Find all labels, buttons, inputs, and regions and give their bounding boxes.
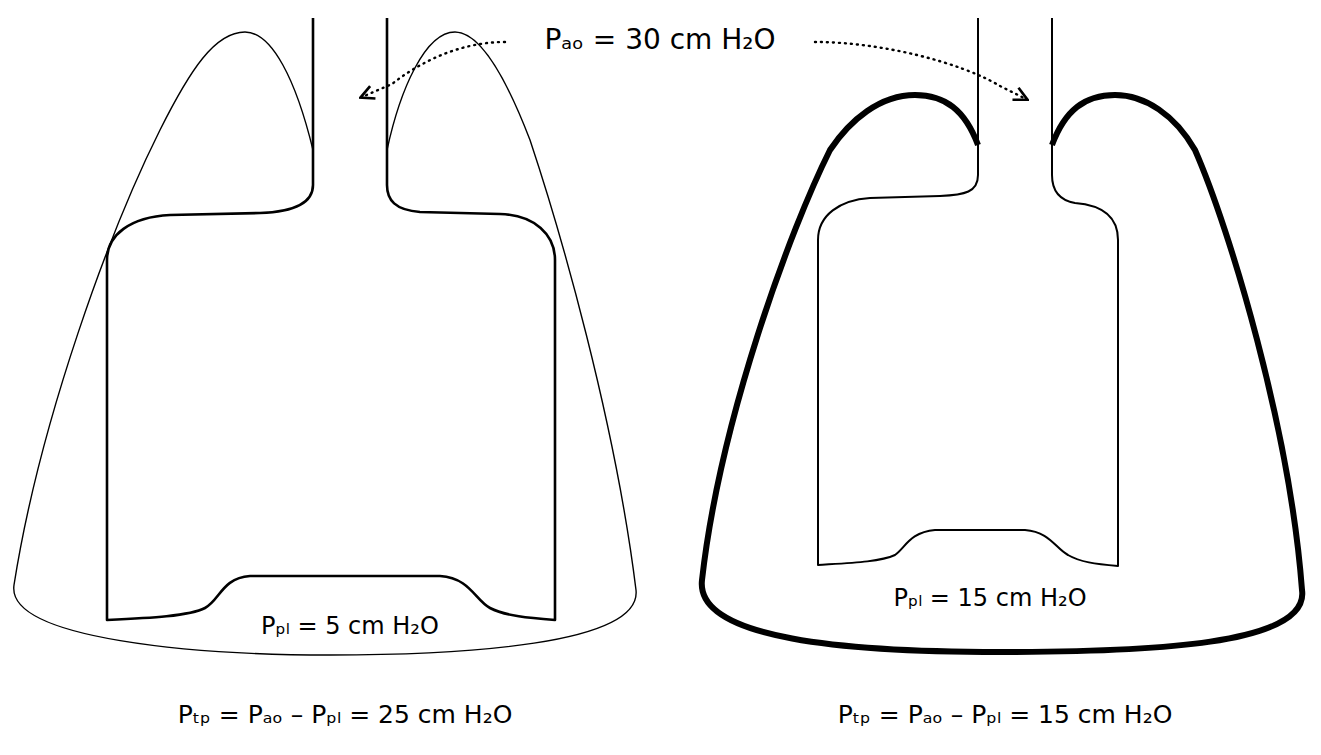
chest-wall: Pₚₗ = 5 cm H₂O xyxy=(10,20,642,662)
chest-wall-line xyxy=(14,32,636,655)
chest-wall: Pₚₗ = 15 cm H₂O xyxy=(695,88,1311,658)
transpulmonary-pressure: Pₜₚ = Pₐₒ – Pₚₗ = 25 cm H₂O xyxy=(178,700,513,730)
chest-wall-line xyxy=(702,95,1303,652)
pleural-pressure: Pₚₗ = 5 cm H₂O xyxy=(261,612,439,641)
leader-arrow xyxy=(815,42,1026,99)
chest-wall-outline xyxy=(695,88,1311,658)
transpulmonary-pressure: Pₜₚ = Pₐₒ – Pₚₗ = 15 cm H₂O xyxy=(838,700,1173,730)
airway-pressure: Pₐₒ = 30 cm H₂O xyxy=(544,23,775,57)
lung-outline xyxy=(107,18,555,620)
lung-outline xyxy=(818,18,1118,566)
pleural-pressure: Pₚₗ = 15 cm H₂O xyxy=(893,584,1086,613)
chest-wall-outline xyxy=(10,20,642,662)
